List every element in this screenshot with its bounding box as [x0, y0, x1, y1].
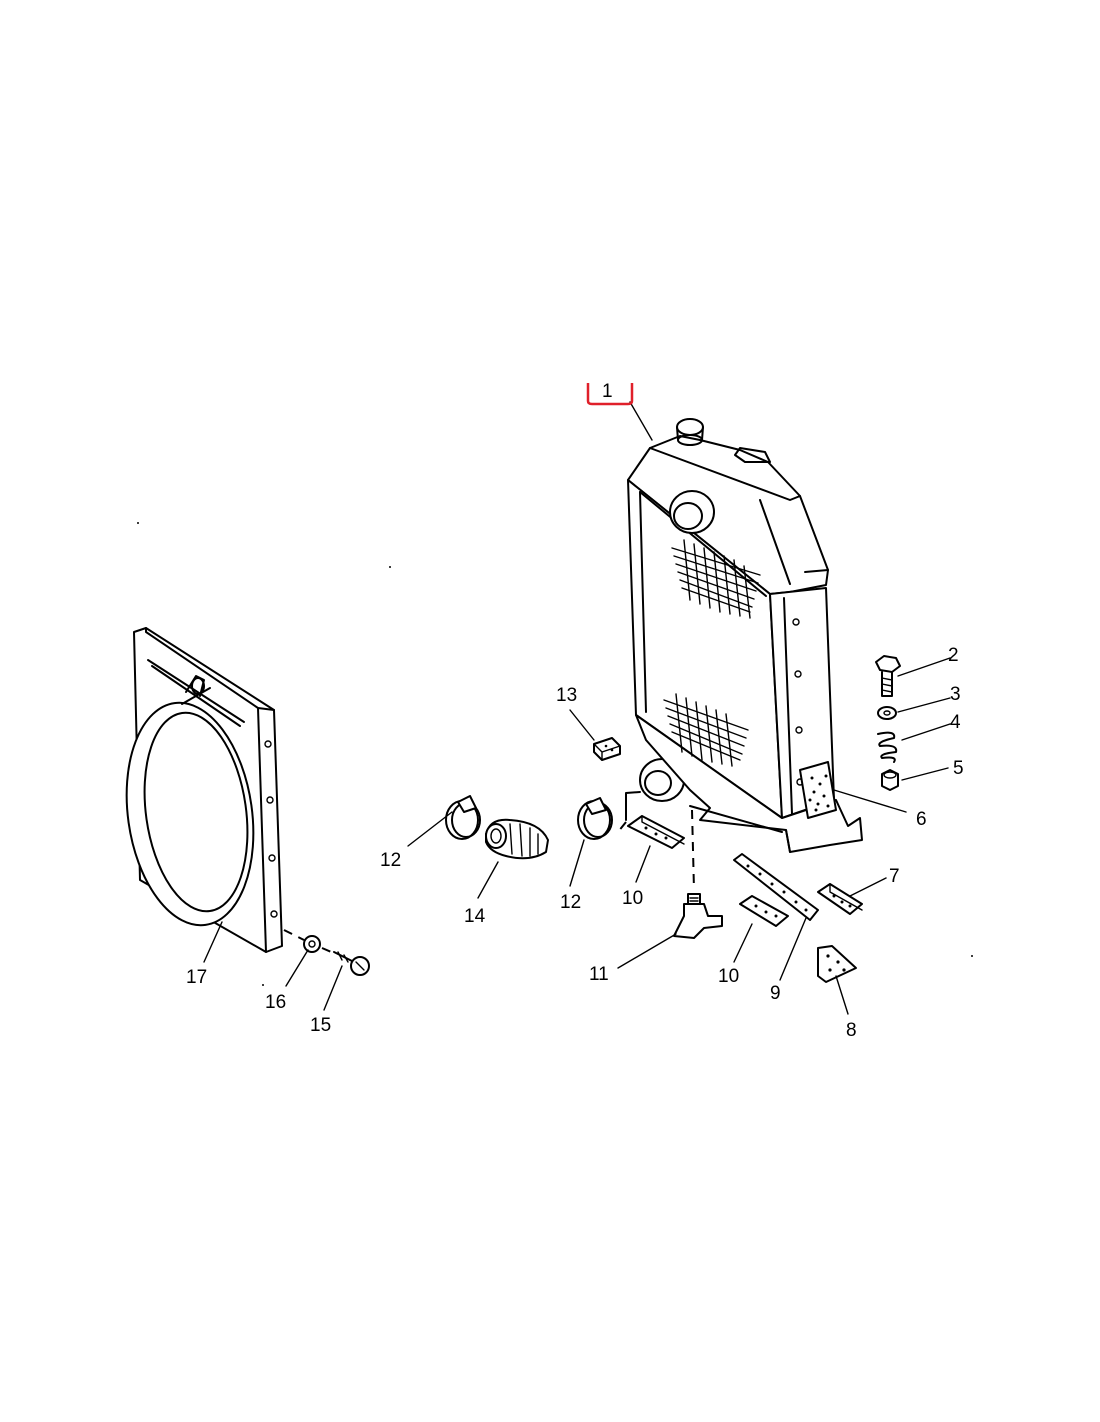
core-mesh-lower — [663, 693, 749, 767]
callout-10-upper: 10 — [622, 888, 643, 909]
callout-12-right: 12 — [560, 892, 581, 913]
radiator-hose — [485, 818, 549, 860]
callout-9: 9 — [770, 983, 781, 1004]
hose-clamp-left — [445, 795, 481, 840]
callout-15: 15 — [310, 1015, 331, 1036]
shroud-washer — [303, 935, 321, 953]
highlight-bracket — [586, 383, 634, 406]
pad-7 — [817, 883, 863, 915]
callout-6: 6 — [916, 809, 927, 830]
side-pad — [799, 761, 837, 819]
radiator-assembly — [617, 418, 863, 891]
callout-labels: 1 2 3 4 5 6 7 8 9 10 10 11 12 12 13 14 1… — [186, 381, 964, 1041]
callout-1: 1 — [602, 381, 613, 402]
drain-cock — [673, 893, 723, 939]
bolt — [875, 655, 901, 697]
callout-10-lower: 10 — [718, 966, 739, 987]
spring — [877, 731, 898, 763]
callout-3: 3 — [950, 684, 961, 705]
callout-5: 5 — [953, 758, 964, 779]
leader-lines — [203, 401, 951, 1015]
pad-10-lower — [739, 895, 789, 927]
core-mesh-upper — [671, 539, 761, 619]
small-block — [593, 737, 621, 761]
hose-clamp-right — [577, 797, 613, 840]
callout-13: 13 — [556, 685, 577, 706]
callout-17: 17 — [186, 967, 207, 988]
callout-12-left: 12 — [380, 850, 401, 871]
callout-2: 2 — [948, 645, 959, 666]
callout-14: 14 — [464, 906, 486, 927]
fastener-dash — [283, 929, 337, 955]
screw — [333, 951, 370, 976]
pad-10-upper — [627, 815, 685, 849]
washer — [877, 706, 897, 720]
callout-7: 7 — [889, 866, 900, 887]
callout-11: 11 — [589, 964, 609, 985]
wedge-pad — [817, 945, 857, 983]
scan-specks — [137, 522, 973, 986]
long-strip — [733, 853, 819, 921]
callout-8: 8 — [846, 1020, 857, 1041]
fan-shroud — [125, 627, 283, 953]
nut — [881, 769, 899, 791]
callout-16: 16 — [265, 992, 286, 1013]
callout-4: 4 — [950, 712, 961, 733]
